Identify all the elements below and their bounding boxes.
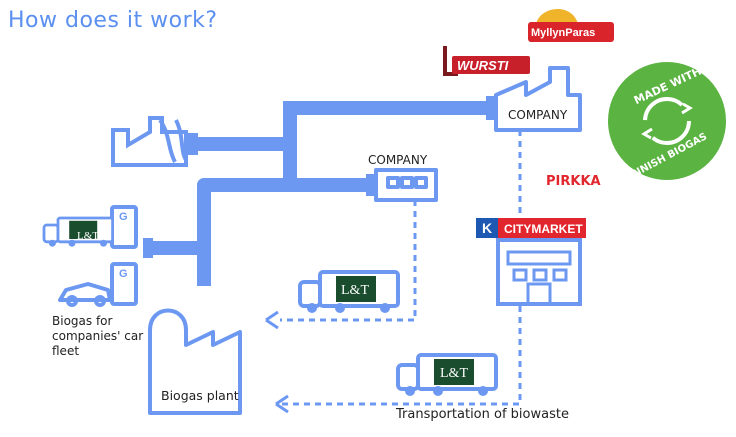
fleet-truck-brand: L&T: [77, 230, 99, 242]
truck-mid-brand: L&T: [341, 283, 369, 298]
route-arrows: [265, 310, 289, 414]
company-factory-mid: [374, 168, 438, 202]
truck-bottom-brand: L&T: [440, 366, 468, 381]
k-logo: [476, 218, 498, 238]
citymarket-logo: [476, 218, 586, 238]
wursti-text: WURSTI: [457, 58, 509, 73]
pump-g-bottom: G: [119, 268, 128, 280]
biogas-plant-icon: [148, 308, 242, 415]
company-label-mid: COMPANY: [368, 153, 428, 167]
biogas-fleet-label: Biogas for companies' car fleet: [52, 314, 144, 358]
biogas-plant-label: Biogas plant: [161, 388, 239, 403]
page-title: How does it work?: [8, 8, 218, 33]
myllyn-paras-logo: [528, 8, 614, 42]
left-factory-icon: [111, 116, 188, 167]
biogas-pipes: [143, 96, 496, 286]
company-label-top: COMPANY: [508, 108, 568, 122]
citymarket-word: CITYMARKET: [504, 222, 583, 236]
pirkka-logo: PIRKKA: [546, 174, 601, 189]
made-with-finnish-biogas-badge: [608, 62, 726, 180]
biowaste-routes: [280, 130, 522, 406]
pump-g-top: G: [119, 211, 128, 223]
car-icon: [58, 282, 112, 307]
transportation-label: Transportation of biowaste: [396, 407, 569, 422]
citymarket-store-icon: [496, 238, 582, 306]
company-factory-top: [494, 66, 582, 132]
k-letter: K: [482, 220, 492, 236]
wursti-logo: [443, 46, 530, 76]
myllyn-paras-text: MyllynParas: [531, 27, 595, 39]
